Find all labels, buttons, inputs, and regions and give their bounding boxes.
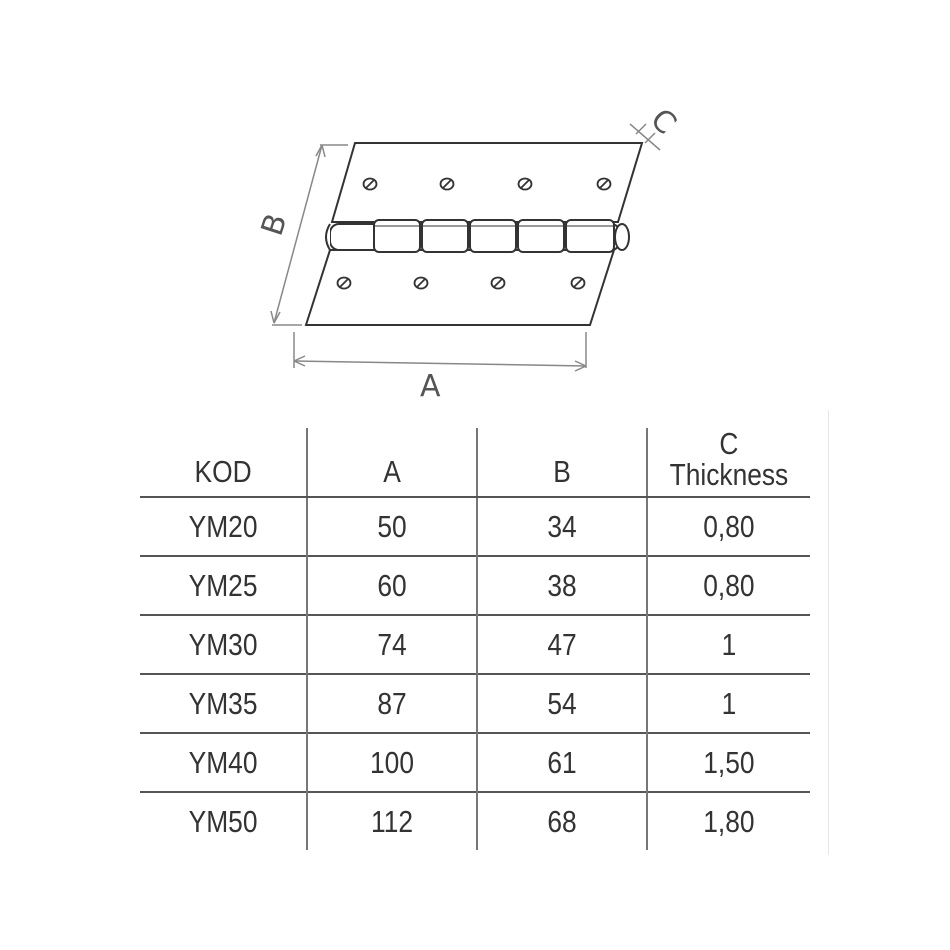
cell-b: 54 <box>488 673 635 733</box>
hinge-knuckle <box>325 219 630 253</box>
dimension-c-line <box>629 123 661 151</box>
cell-c: 0,80 <box>658 496 798 556</box>
table-row: YM20 50 34 0,80 <box>140 496 810 556</box>
cell-a: 100 <box>318 732 465 792</box>
right-guide-line <box>828 410 829 855</box>
table-row: YM40 100 61 1,50 <box>140 732 810 792</box>
header-c: C Thickness <box>658 426 798 498</box>
cell-kod: YM50 <box>152 791 295 850</box>
cell-c: 1,50 <box>658 732 798 792</box>
cell-c: 1 <box>658 614 798 674</box>
cell-b: 68 <box>488 791 635 850</box>
cell-c: 1 <box>658 673 798 733</box>
table-row: YM25 60 38 0,80 <box>140 555 810 615</box>
cell-kod: YM30 <box>152 614 295 674</box>
header-c-letter: C <box>719 426 739 461</box>
cell-a: 74 <box>318 614 465 674</box>
cell-c: 0,80 <box>658 555 798 615</box>
upper-screw-holes <box>362 177 612 191</box>
hinge-upper-leaf <box>330 142 644 223</box>
header-c-thickness: Thickness <box>669 457 789 492</box>
header-b: B <box>488 428 635 498</box>
header-a: A <box>318 428 465 498</box>
cell-kod: YM35 <box>152 673 295 733</box>
table-header-row: KOD A B C Thickness <box>140 426 810 498</box>
cell-c: 1,80 <box>658 791 798 850</box>
cell-kod: YM40 <box>152 732 295 792</box>
hinge-diagram: B A C <box>255 102 683 404</box>
dimension-b-line <box>270 144 348 326</box>
dimension-c-label: C <box>643 102 683 142</box>
table-row: YM30 74 47 1 <box>140 614 810 674</box>
table-row: YM50 112 68 1,80 <box>140 791 810 850</box>
cell-a: 112 <box>318 791 465 850</box>
dimension-b-label: B <box>255 210 295 240</box>
cell-a: 50 <box>318 496 465 556</box>
cell-b: 61 <box>488 732 635 792</box>
cell-kod: YM25 <box>152 555 295 615</box>
dimension-a-line <box>293 332 587 372</box>
lower-screw-holes <box>336 276 586 290</box>
header-kod: KOD <box>152 428 295 498</box>
cell-a: 60 <box>318 555 465 615</box>
cell-b: 47 <box>488 614 635 674</box>
dimension-a-label: A <box>420 369 441 404</box>
cell-b: 38 <box>488 555 635 615</box>
cell-b: 34 <box>488 496 635 556</box>
hinge-lower-leaf <box>304 249 616 326</box>
table-row: YM35 87 54 1 <box>140 673 810 733</box>
cell-a: 87 <box>318 673 465 733</box>
cell-kod: YM20 <box>152 496 295 556</box>
